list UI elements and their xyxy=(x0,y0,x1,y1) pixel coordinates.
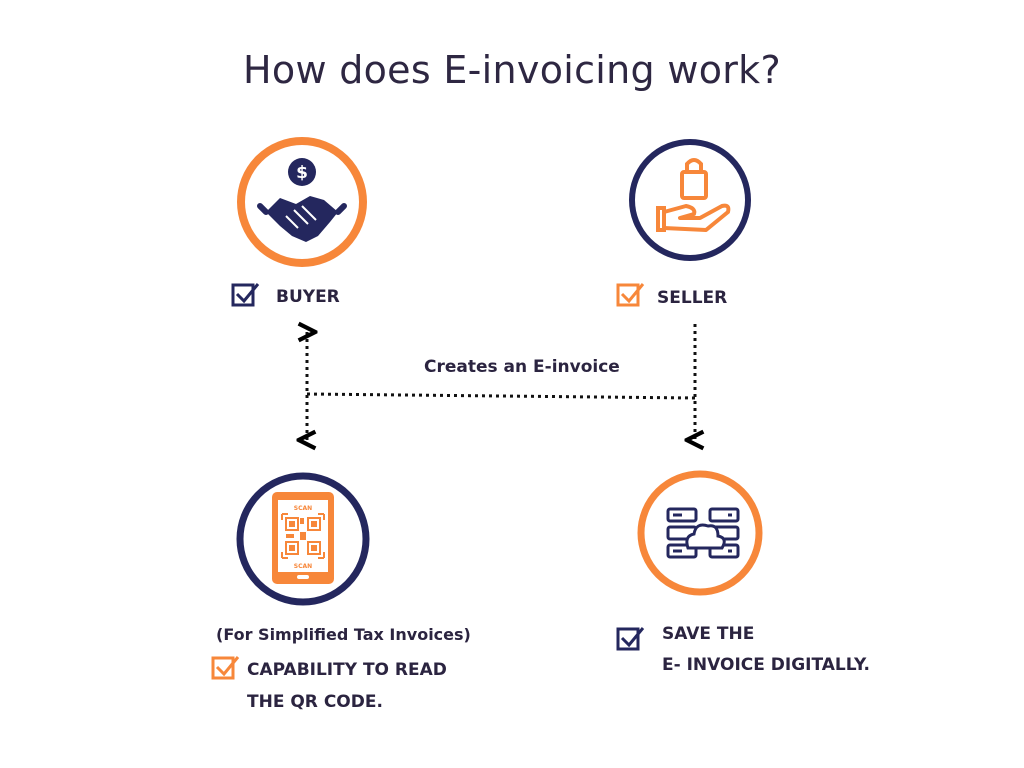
hand-shopping-bag-icon xyxy=(656,158,731,232)
edge-label-creates-invoice: Creates an E-invoice xyxy=(424,357,620,377)
page-title: How does E-invoicing work? xyxy=(243,48,781,92)
qr-label-line2: THE QR CODE. xyxy=(247,692,383,712)
phone-qr-scan-icon: SCAN SCAN xyxy=(272,492,334,584)
qr-check-icon xyxy=(211,656,240,680)
qr-scan-text-top: SCAN xyxy=(294,505,312,512)
save-label-line1: SAVE THE xyxy=(662,624,755,644)
seller-label: SELLER xyxy=(657,288,728,308)
qr-node: SCAN SCAN xyxy=(236,472,370,606)
save-check-icon xyxy=(616,627,645,651)
seller-node xyxy=(629,139,751,261)
buyer-label: BUYER xyxy=(276,287,340,307)
buyer-check-icon xyxy=(231,283,260,307)
edges xyxy=(307,324,695,440)
save-label-line2: E- INVOICE DIGITALLY. xyxy=(662,655,870,675)
buyer-node: $ xyxy=(237,137,367,267)
svg-text:$: $ xyxy=(296,163,308,183)
qr-label-line1: CAPABILITY TO READ xyxy=(247,660,447,680)
qr-scan-text-bottom: SCAN xyxy=(294,563,312,570)
handshake-dollar-icon: $ xyxy=(257,158,347,242)
cloud-server-icon xyxy=(666,507,740,559)
qr-note: (For Simplified Tax Invoices) xyxy=(216,625,471,644)
seller-check-icon xyxy=(616,283,645,307)
save-node xyxy=(637,470,763,596)
edge-horizontal-connector xyxy=(306,392,696,400)
